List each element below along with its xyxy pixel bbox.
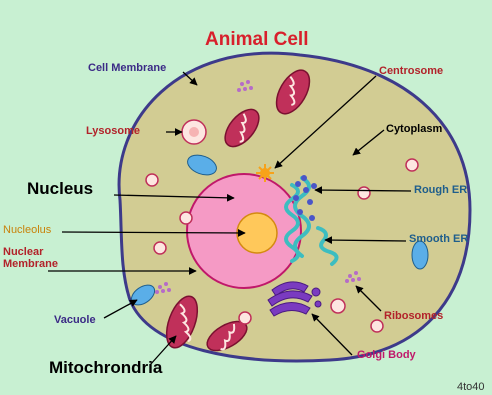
- label-rough-er: Rough ER: [414, 185, 467, 197]
- label-centrosome: Centrosome: [379, 66, 443, 78]
- label-cytoplasm: Cytoplasm: [386, 124, 442, 136]
- label-mitochondria: Mitochrondria: [49, 359, 162, 377]
- watermark: 4to40: [457, 382, 485, 394]
- label-nuclear-membrane: Nuclear Membrane: [3, 247, 58, 270]
- label-ribosomes: Ribosomes: [384, 311, 443, 323]
- label-nucleus: Nucleus: [27, 180, 93, 198]
- label-smooth-er: Smooth ER: [409, 234, 468, 246]
- label-nucleolus: Nucleolus: [3, 225, 51, 237]
- label-cell-membrane: Cell Membrane: [88, 63, 166, 75]
- diagram-title: Animal Cell: [205, 30, 308, 50]
- label-lysosome: Lysosome: [86, 126, 140, 138]
- label-golgi-body: Golgi Body: [357, 350, 416, 362]
- label-vacuole: Vacuole: [54, 315, 96, 327]
